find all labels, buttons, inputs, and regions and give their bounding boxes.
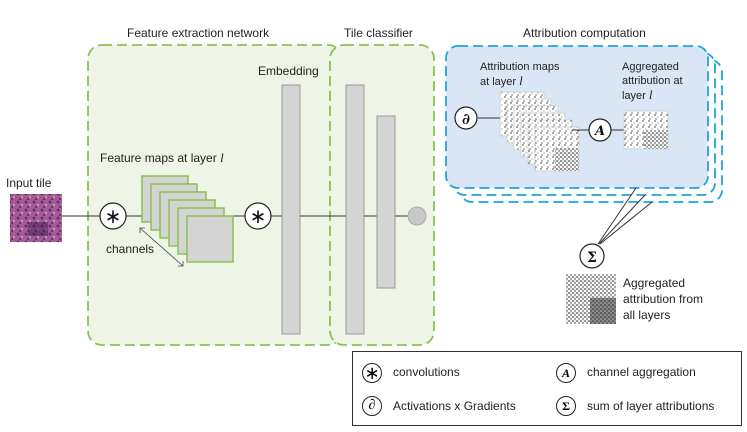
- embedding-bar: [281, 84, 301, 335]
- svg-text:∂: ∂: [462, 110, 470, 128]
- convolution-node-1: [99, 202, 127, 230]
- feature-maps-stack: [141, 175, 234, 263]
- legend-sum-layers-text: sum of layer attributions: [587, 399, 715, 413]
- derivative-node: [454, 106, 478, 130]
- aggregated-layer-symbol: l: [648, 87, 653, 102]
- legend-convolutions-text: convolutions: [393, 365, 460, 379]
- attribution-maps-text: Attribution maps at layer: [480, 61, 560, 88]
- legend-activations-gradients-text: Activations x Gradients: [393, 399, 516, 413]
- legend-sum-symbol: Σ: [556, 396, 576, 416]
- convolution-node-2: [244, 202, 272, 230]
- attribution-layer-symbol: l: [519, 73, 523, 88]
- aggregated-all-layers-label: Aggregated attribution from all layers: [623, 276, 704, 322]
- svg-text:Σ: Σ: [587, 250, 597, 266]
- classifier-bar-2: [376, 115, 396, 289]
- svg-text:A: A: [593, 124, 605, 139]
- channels-arrow: [139, 227, 184, 267]
- channels-label: channels: [106, 242, 155, 256]
- legend-aggregation-symbol: A: [556, 363, 576, 383]
- aggregation-node: [588, 118, 612, 142]
- feature-maps-label: Feature maps at layer l: [100, 150, 224, 166]
- attribution-maps-stack: [499, 91, 580, 172]
- legend-convolution-symbol: ∗: [362, 363, 382, 384]
- feature-extraction-title: Feature extraction network: [127, 26, 270, 40]
- attribution-computation-title: Attribution computation: [523, 26, 646, 40]
- aggregated-attribution-label: Aggregated attribution at layer l: [622, 60, 683, 103]
- feature-maps-text: Feature maps at layer: [100, 151, 217, 165]
- aggregated-attribution-text: Aggregated attribution at layer: [622, 61, 683, 102]
- legend-derivative-symbol: ∂: [362, 396, 382, 416]
- attribution-maps-label: Attribution maps at layer l: [480, 60, 559, 89]
- layer-symbol: l: [220, 150, 224, 165]
- legend: ∗ convolutions A channel aggregation ∂ A…: [352, 351, 742, 426]
- attribution-box-front: [445, 45, 709, 189]
- legend-channel-aggregation-text: channel aggregation: [587, 365, 696, 379]
- svg-text:∗: ∗: [105, 204, 122, 228]
- svg-text:∗: ∗: [250, 204, 267, 228]
- tile-classifier-title: Tile classifier: [344, 26, 413, 40]
- classifier-bar-1: [345, 84, 365, 335]
- output-node: [407, 206, 427, 226]
- input-tile-label: Input tile: [6, 176, 52, 190]
- embedding-label: Embedding: [258, 64, 319, 78]
- feature-extraction-box: [87, 44, 343, 346]
- sum-node: [579, 243, 605, 269]
